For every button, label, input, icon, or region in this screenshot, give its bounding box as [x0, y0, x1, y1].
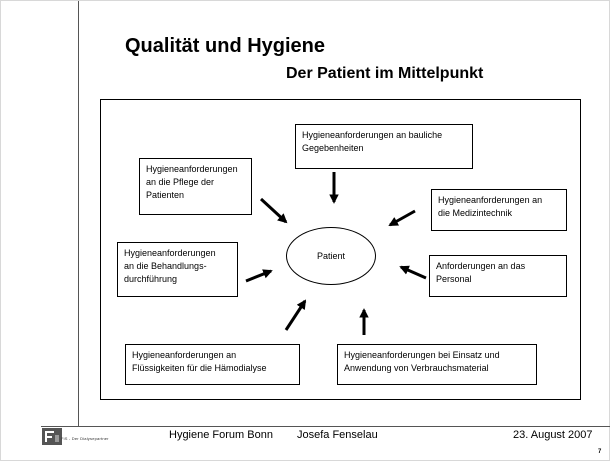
arrow-from-lower-left: [284, 299, 307, 331]
arrow-from-left: [245, 269, 273, 283]
box-verbrauchsmaterial: Hygieneanforderungen bei Einsatz und Anw…: [337, 344, 537, 385]
page-number: 7: [598, 449, 602, 455]
slide-title: Qualität und Hygiene: [125, 35, 326, 57]
company-logo-icon: [42, 428, 62, 445]
footer-rule: [41, 426, 610, 427]
vertical-rule: [78, 1, 79, 426]
box-medizintechnik: Hygieneanforderungen an die Medizintechn…: [431, 189, 567, 231]
arrow-from-right: [399, 265, 427, 280]
box-personal: Anforderungen an das Personal: [429, 255, 567, 297]
diagram-frame: [100, 99, 581, 400]
footer-event: Hygiene Forum Bonn: [169, 429, 273, 441]
box-pflege-patienten: Hygieneanforderungen an die Pflege der P…: [139, 158, 252, 215]
box-bauliche-gegebenheiten: Hygieneanforderungen an bauliche Gegeben…: [295, 124, 473, 169]
logo-text: FiS - Der Dialysepartner: [61, 436, 109, 441]
arrow-from-upper-right: [388, 209, 416, 227]
box-behandlungsdurchfuehrung: Hygieneanforderungen an die Behandlungs-…: [117, 242, 238, 297]
footer-date: 23. August 2007: [513, 429, 593, 441]
box-haemodialyse: Hygieneanforderungen an Flüssigkeiten fü…: [125, 344, 300, 385]
arrow-from-upper-left: [259, 197, 288, 224]
slide-subtitle: Der Patient im Mittelpunkt: [286, 65, 484, 82]
footer-author: Josefa Fenselau: [297, 429, 378, 441]
patient-label: Patient: [316, 251, 346, 261]
patient-ellipse: Patient: [286, 227, 376, 285]
